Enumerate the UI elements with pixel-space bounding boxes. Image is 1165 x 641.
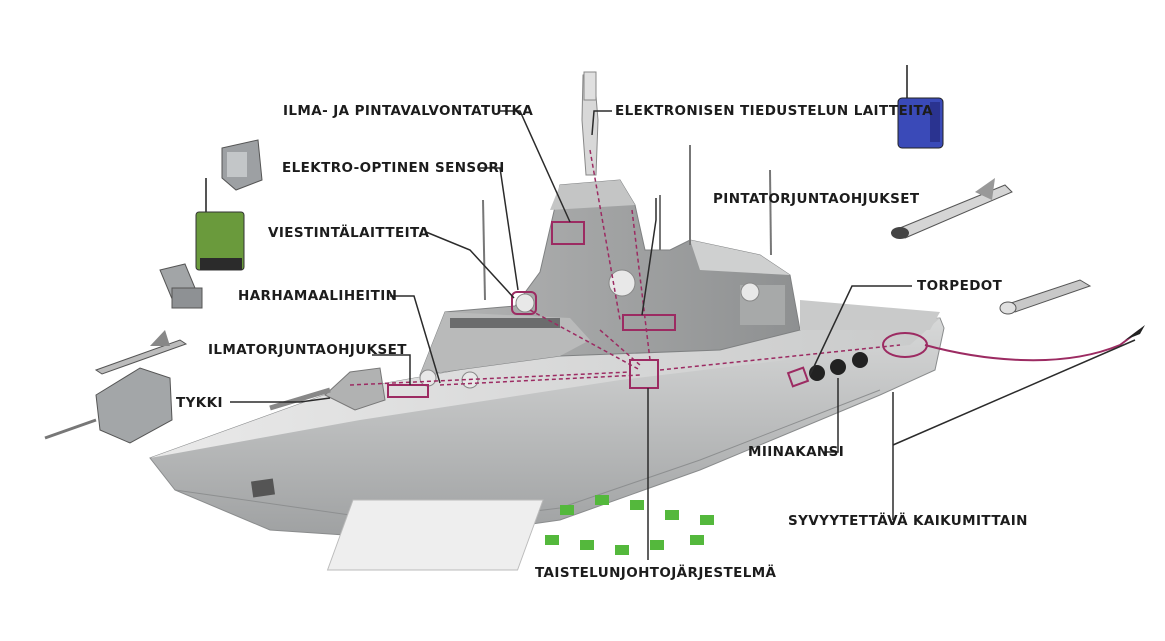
anti-air-missile-pic — [94, 330, 188, 375]
callout-highlights — [349, 149, 928, 398]
label-electro-optical-sensor: ELEKTRO-OPTINEN SENSORI — [282, 160, 505, 176]
surface-missile-pic — [891, 178, 1013, 239]
electro-optical-sensor-pic — [221, 139, 263, 191]
towed-sonar-pic — [924, 325, 1145, 362]
label-surface-to-surface-missiles: PINTATORJUNTAOHJUKSET — [713, 191, 920, 207]
label-communications: VIESTINTÄLAITTEITA — [268, 225, 430, 241]
radio-unit-pic — [195, 178, 245, 271]
superstructure — [419, 71, 940, 389]
electronic-intelligence-unit — [897, 65, 944, 149]
label-torpedoes: TORPEDOT — [917, 278, 1003, 294]
label-air-surface-radar: ILMA- JA PINTAVALVONTATUTKA — [283, 103, 534, 119]
combat-consoles-pic — [326, 495, 714, 571]
label-combat-management-system: TAISTELUNJOHTOJÄRJESTELMÄ — [535, 565, 777, 581]
decoy-launcher-pic — [159, 263, 203, 309]
label-decoy-launcher: HARHAMAALIHEITIN — [238, 288, 398, 304]
gun-turret-pic — [44, 367, 173, 444]
leader-lines — [230, 110, 1136, 560]
label-gun: TYKKI — [176, 395, 223, 411]
mine-deck-openings — [809, 352, 868, 381]
label-anti-air-missiles: ILMATORJUNTAOHJUKSET — [208, 342, 407, 358]
torpedo-pic — [999, 279, 1092, 315]
deck-gun — [269, 367, 386, 411]
label-towed-sonar: SYVYYTETTÄVÄ KAIKUMITTAIN — [788, 513, 1028, 529]
label-mine-deck: MIINAKANSI — [748, 444, 845, 460]
label-electronic-intelligence: ELEKTRONISEN TIEDUSTELUN LAITTEITA — [615, 103, 933, 119]
